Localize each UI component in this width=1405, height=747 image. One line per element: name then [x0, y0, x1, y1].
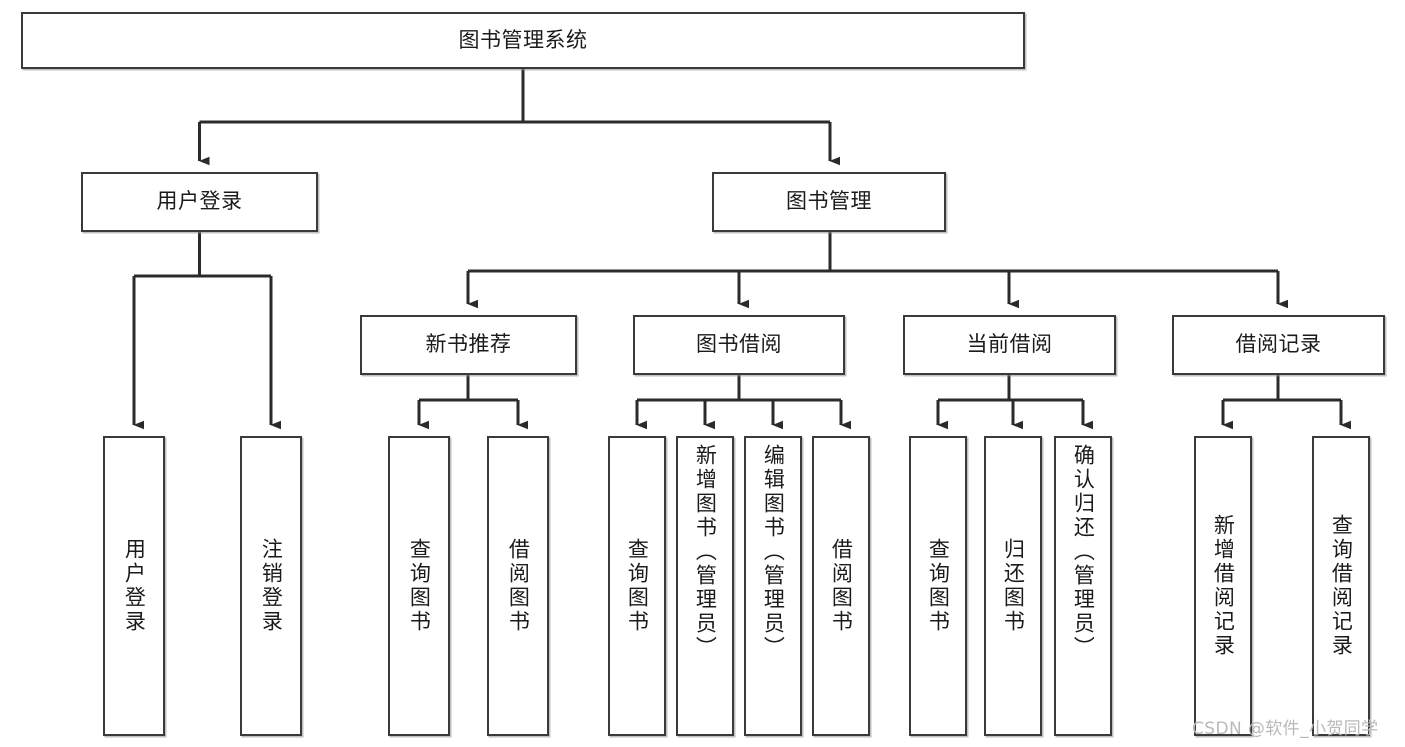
node-leaf-query-book-borrow-label: 查询图书 [625, 538, 650, 634]
node-user-login[interactable]: 用户登录 [81, 172, 318, 232]
node-current-borrow[interactable]: 当前借阅 [903, 315, 1116, 375]
node-leaf-add-borrow-record-label: 新增借阅记录 [1211, 514, 1236, 658]
node-leaf-edit-book-admin[interactable]: 编辑图书（管理员） [744, 436, 802, 736]
node-leaf-add-book-admin[interactable]: 新增图书（管理员） [676, 436, 734, 736]
node-leaf-borrow-book-rec-label: 借阅图书 [506, 538, 531, 634]
node-book-borrow-label: 图书借阅 [696, 332, 782, 357]
node-leaf-confirm-return-admin[interactable]: 确认归还（管理员） [1054, 436, 1112, 736]
node-current-borrow-label: 当前借阅 [966, 332, 1053, 357]
node-leaf-return-book-label: 归还图书 [1001, 538, 1026, 634]
node-new-book-recommend-label: 新书推荐 [425, 332, 512, 357]
node-leaf-edit-book-admin-label: 编辑图书（管理员） [761, 444, 786, 660]
node-leaf-add-book-admin-label: 新增图书（管理员） [693, 444, 718, 660]
node-leaf-query-book-cur[interactable]: 查询图书 [909, 436, 967, 736]
node-leaf-borrow-book[interactable]: 借阅图书 [812, 436, 870, 736]
node-book-borrow[interactable]: 图书借阅 [633, 315, 845, 375]
node-leaf-borrow-book-label: 借阅图书 [829, 538, 854, 634]
node-leaf-confirm-return-admin-label: 确认归还（管理员） [1071, 444, 1096, 660]
node-leaf-add-borrow-record[interactable]: 新增借阅记录 [1194, 436, 1252, 736]
node-book-manage[interactable]: 图书管理 [712, 172, 946, 232]
node-leaf-borrow-book-rec[interactable]: 借阅图书 [487, 436, 549, 736]
node-book-manage-label: 图书管理 [786, 189, 872, 214]
node-leaf-query-book-rec-label: 查询图书 [407, 538, 432, 634]
node-leaf-user-login[interactable]: 用户登录 [103, 436, 165, 736]
node-leaf-return-book[interactable]: 归还图书 [984, 436, 1042, 736]
node-leaf-user-logout-label: 注销登录 [259, 538, 284, 634]
node-user-login-label: 用户登录 [156, 189, 243, 214]
node-leaf-user-logout[interactable]: 注销登录 [240, 436, 302, 736]
node-root-label: 图书管理系统 [458, 27, 588, 52]
node-leaf-query-book-cur-label: 查询图书 [926, 538, 951, 634]
node-leaf-user-login-label: 用户登录 [122, 538, 147, 634]
node-root[interactable]: 图书管理系统 [21, 12, 1025, 69]
node-borrow-record-label: 借阅记录 [1235, 332, 1322, 357]
node-leaf-query-book-rec[interactable]: 查询图书 [388, 436, 450, 736]
node-leaf-query-borrow-record-label: 查询借阅记录 [1329, 514, 1354, 658]
node-new-book-recommend[interactable]: 新书推荐 [360, 315, 577, 375]
csdn-watermark: CSDN @软件_小贺同学 [1192, 719, 1379, 739]
node-leaf-query-book-borrow[interactable]: 查询图书 [608, 436, 666, 736]
node-leaf-query-borrow-record[interactable]: 查询借阅记录 [1312, 436, 1370, 736]
node-borrow-record[interactable]: 借阅记录 [1172, 315, 1385, 375]
